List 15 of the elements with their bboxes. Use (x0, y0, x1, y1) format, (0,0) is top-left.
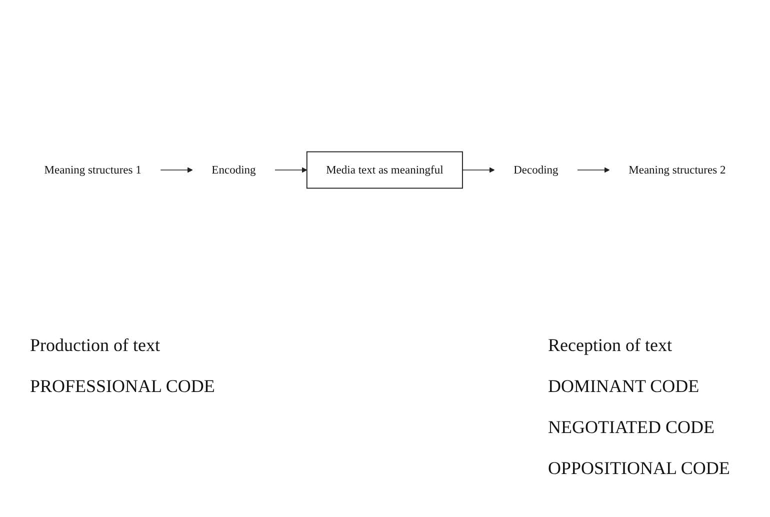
node-text: Encoding (212, 163, 256, 176)
text-label: NEGOTIATED CODE (548, 417, 716, 438)
text-label: Production of text (30, 335, 161, 356)
text-label: Reception of text (548, 335, 673, 356)
node-text: Meaning structures 1 (44, 163, 142, 176)
arrow (462, 167, 495, 173)
arrow (274, 167, 308, 173)
arrow (577, 167, 610, 173)
text-label: OPPOSITIONAL CODE (548, 458, 730, 479)
text-label: DOMINANT CODE (548, 376, 700, 397)
node-text: Decoding (514, 163, 558, 176)
node-box: Media text as meaningful (306, 151, 463, 189)
node-text: Meaning structures 2 (628, 163, 726, 176)
arrow (160, 167, 193, 173)
text-label: PROFESSIONAL CODE (30, 376, 215, 397)
